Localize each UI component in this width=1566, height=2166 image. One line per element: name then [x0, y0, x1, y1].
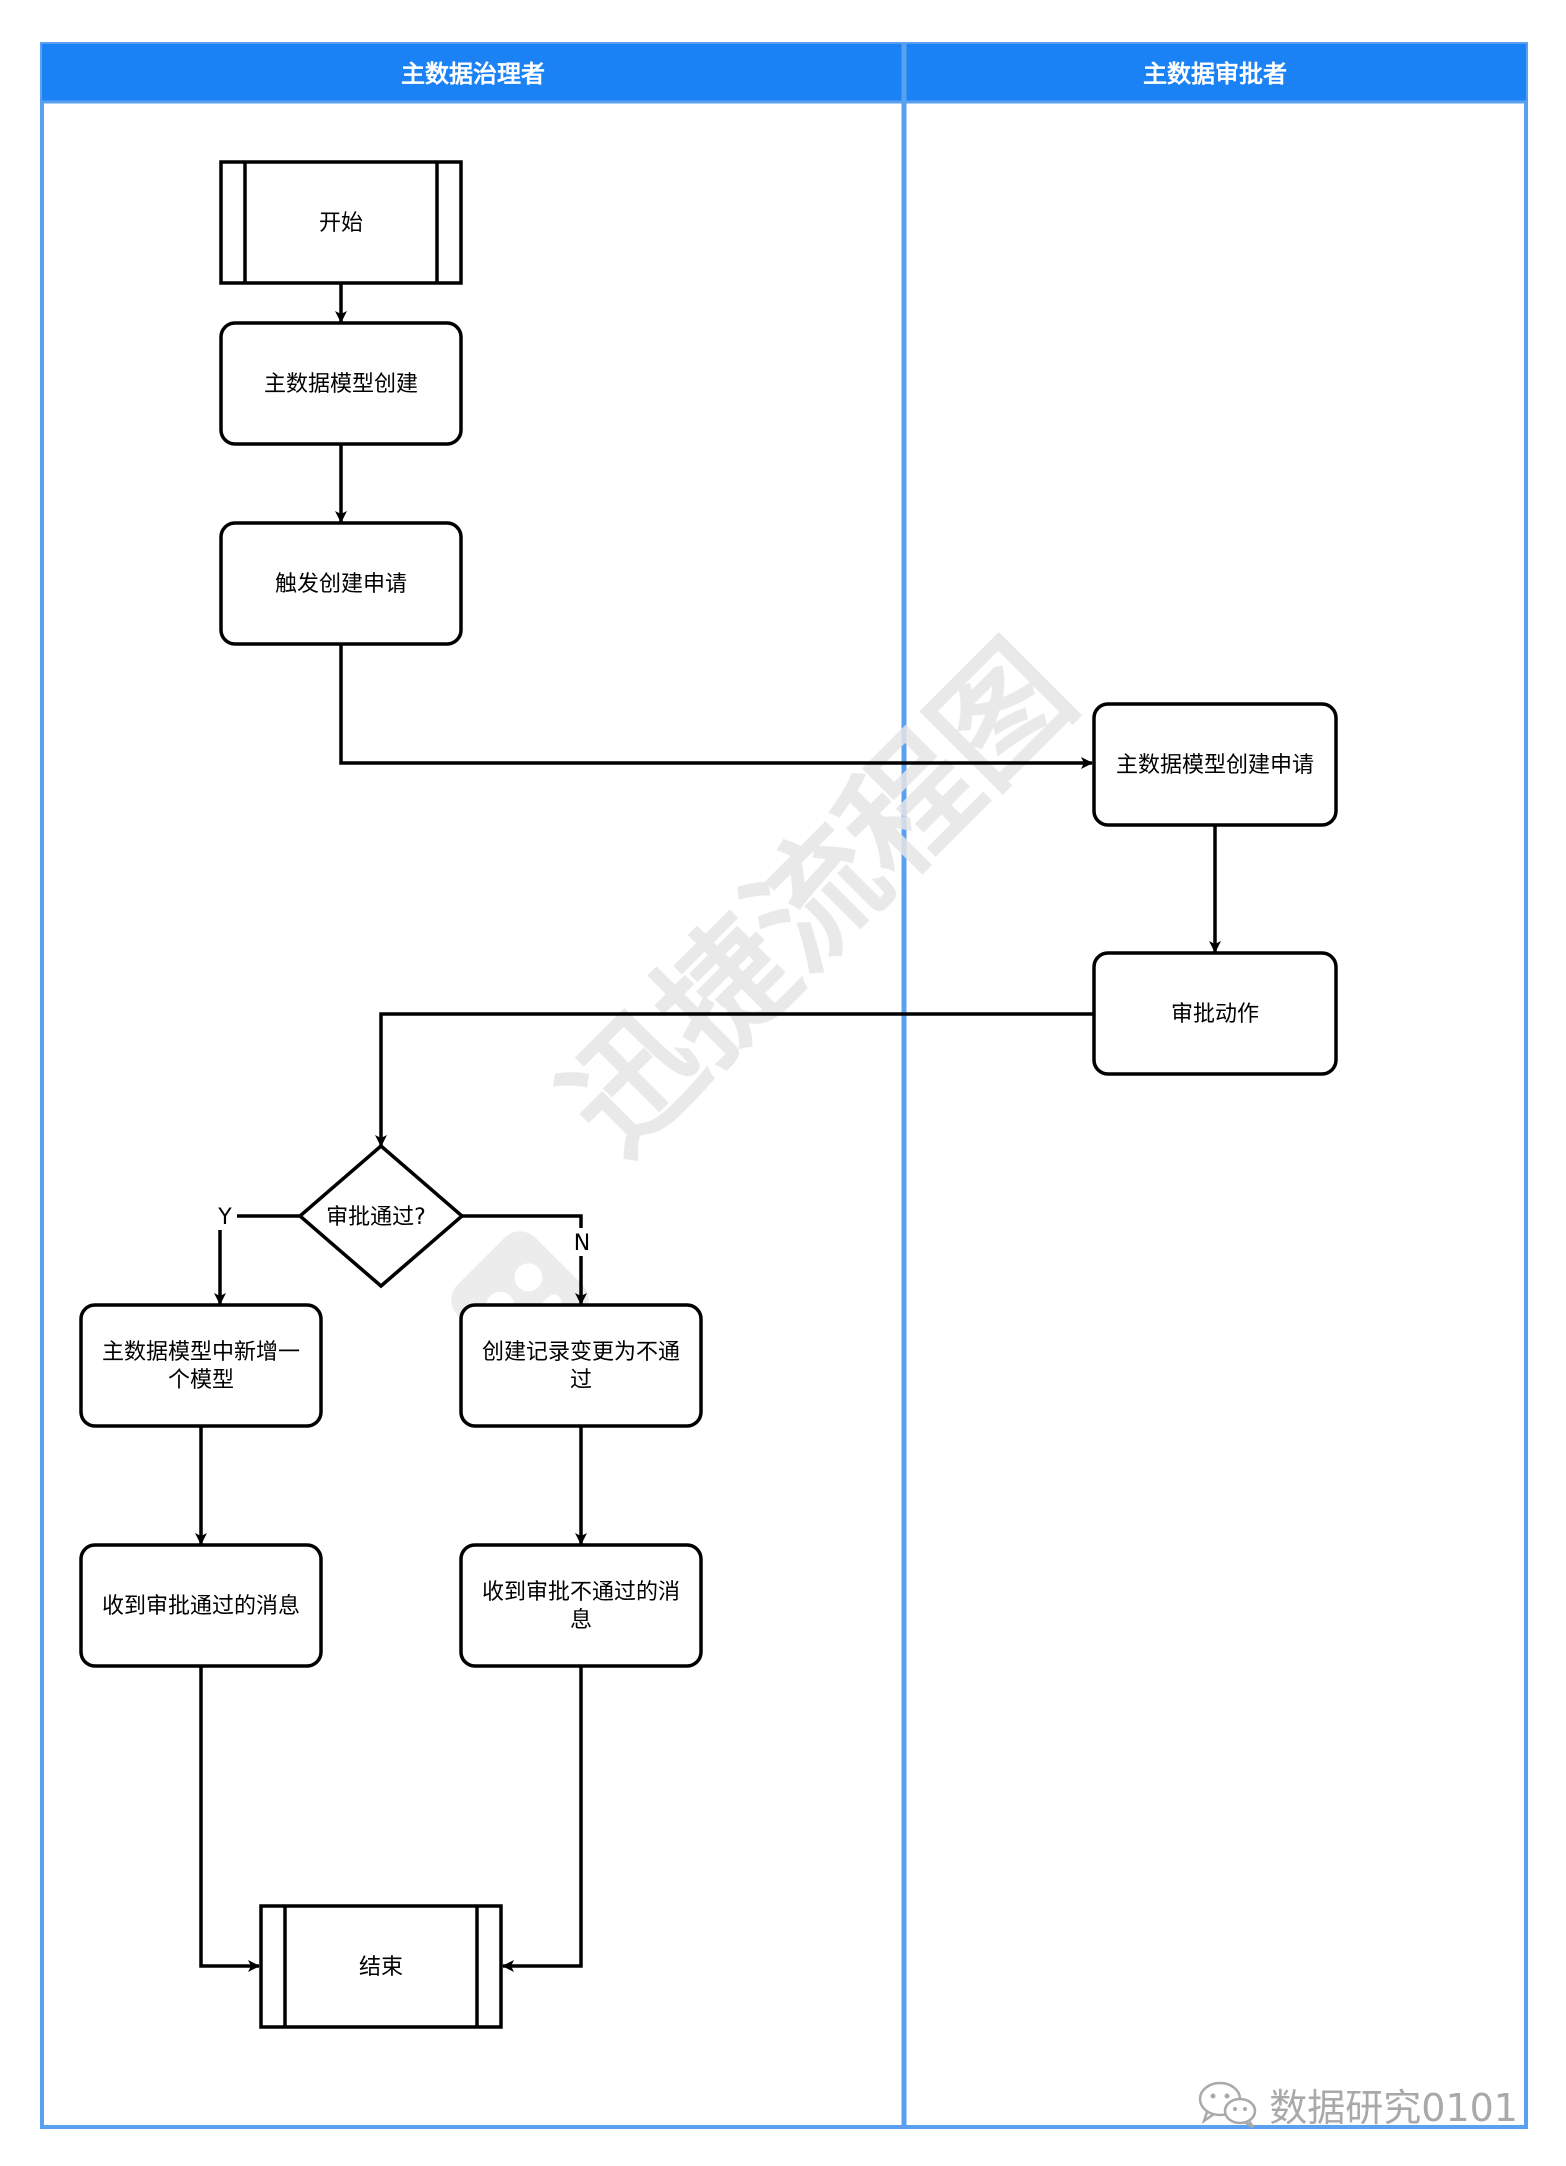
- node-create-model: 主数据模型创建: [219, 321, 463, 446]
- edge-decision-no: [462, 1214, 587, 1305]
- node-msg-pass-label: 收到审批通过的消息: [102, 1594, 300, 1619]
- edge-label-no: N: [574, 1231, 590, 1256]
- footer-text: 数据研究0101: [1269, 2085, 1518, 2130]
- edge-action-to-decision: [375, 1012, 1094, 1147]
- node-end-label: 结束: [359, 1955, 403, 1980]
- node-start-label: 开始: [319, 211, 363, 236]
- node-reject-record-line1: 创建记录变更为不通: [482, 1340, 680, 1365]
- edge-trigger-to-request: [339, 644, 1093, 769]
- node-msg-pass: 收到审批通过的消息: [79, 1543, 323, 1668]
- node-msg-reject-line1: 收到审批不通过的消: [482, 1580, 680, 1605]
- node-start: 开始: [219, 160, 463, 285]
- node-create-model-label: 主数据模型创建: [264, 372, 418, 397]
- node-model-request-label: 主数据模型创建申请: [1116, 753, 1314, 778]
- lane-governor: [40, 42, 906, 2129]
- node-msg-reject-line2: 息: [570, 1608, 592, 1633]
- node-add-model: 主数据模型中新增一 个模型: [79, 1303, 323, 1428]
- node-trigger-request-label: 触发创建申请: [275, 572, 407, 597]
- lane-approver: [902, 42, 1528, 2129]
- lane-governor-title: 主数据治理者: [401, 60, 545, 88]
- edge-msgreject-to-end: [502, 1666, 583, 1972]
- wechat-icon: [1197, 2079, 1259, 2129]
- node-end: 结束: [259, 1904, 503, 2029]
- node-reject-record: 创建记录变更为不通 过: [459, 1303, 703, 1428]
- node-decision: 审批通过?: [297, 1143, 465, 1289]
- footer-source: 数据研究0101: [1197, 2076, 1518, 2132]
- node-model-request: 主数据模型创建申请: [1092, 702, 1338, 827]
- node-add-model-line1: 主数据模型中新增一: [102, 1340, 300, 1365]
- edge-label-yes: Y: [217, 1205, 232, 1230]
- node-trigger-request: 触发创建申请: [219, 521, 463, 646]
- node-approve-action: 审批动作: [1092, 951, 1338, 1076]
- lane-governor-header: [42, 44, 904, 102]
- edge-msgpass-to-end: [199, 1666, 260, 1972]
- node-reject-record-line2: 过: [570, 1368, 592, 1393]
- node-msg-reject: 收到审批不通过的消 息: [459, 1543, 703, 1668]
- node-approve-action-label: 审批动作: [1171, 1002, 1259, 1027]
- node-decision-label: 审批通过?: [326, 1205, 426, 1230]
- lane-approver-header: [904, 44, 1526, 102]
- edges: [195, 283, 1221, 1972]
- lane-approver-title: 主数据审批者: [1143, 60, 1287, 88]
- node-add-model-line2: 个模型: [168, 1368, 234, 1393]
